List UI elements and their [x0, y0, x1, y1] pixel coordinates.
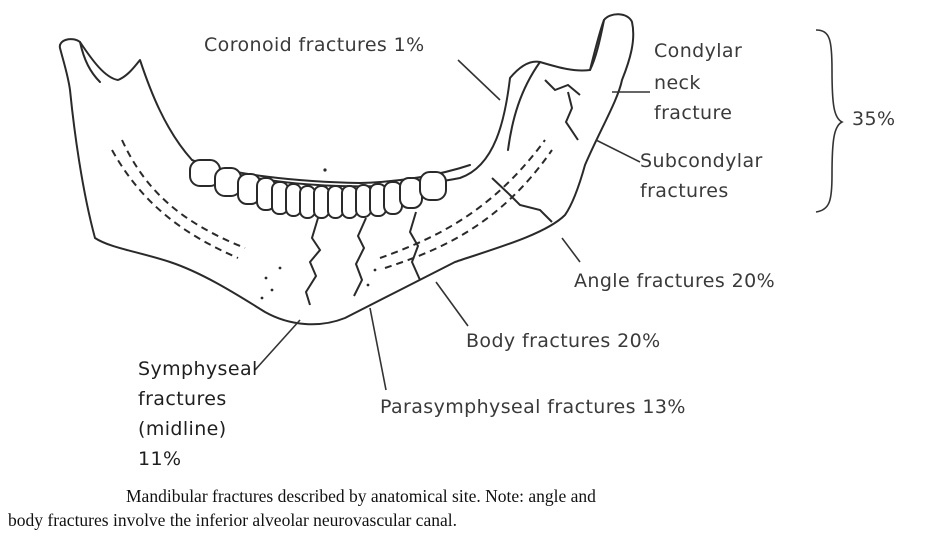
parasymphyseal-pointer	[370, 308, 386, 390]
condylar-label-line3: fracture	[654, 102, 732, 124]
subcondylar-label-line1: Subcondylar	[640, 150, 763, 172]
parasymphyseal-fracture-line	[354, 218, 366, 296]
subcondylar-fracture-line	[566, 92, 578, 140]
subcondylar-label-line2: fractures	[640, 180, 729, 202]
group-percent-label: 35%	[852, 108, 895, 130]
symphyseal-pointer	[255, 320, 300, 370]
condylar-label-line1: Condylar	[654, 40, 742, 62]
caption-line2: body fractures involve the inferior alve…	[8, 508, 908, 532]
body-label: Body fractures 20%	[466, 330, 661, 352]
symphyseal-percent-label: 11%	[138, 448, 181, 470]
symphyseal-label-line1: Symphyseal	[138, 358, 258, 380]
angle-fracture-line	[492, 178, 552, 222]
symphyseal-fracture-line	[306, 218, 320, 305]
coronoid-pointer	[458, 60, 500, 100]
figure-caption: Mandibular fractures described by anatom…	[8, 484, 908, 532]
body-pointer	[436, 282, 468, 326]
angle-pointer	[562, 238, 580, 262]
subcondylar-pointer	[596, 140, 640, 162]
condylar-neck-fracture-line	[545, 80, 580, 95]
angle-label: Angle fractures 20%	[574, 270, 775, 292]
symphyseal-label-line2: fractures	[138, 388, 227, 410]
caption-line1: Mandibular fractures described by anatom…	[8, 484, 908, 508]
symphyseal-label-line3: (midline)	[138, 418, 227, 440]
condylar-label-line2: neck	[654, 72, 701, 94]
group-brace	[816, 30, 842, 212]
teeth	[190, 160, 446, 218]
parasymphyseal-label: Parasymphyseal fractures 13%	[380, 396, 686, 418]
coronoid-label: Coronoid fractures 1%	[204, 34, 425, 56]
body-fracture-line	[410, 212, 420, 280]
mandible-outline	[60, 14, 633, 324]
